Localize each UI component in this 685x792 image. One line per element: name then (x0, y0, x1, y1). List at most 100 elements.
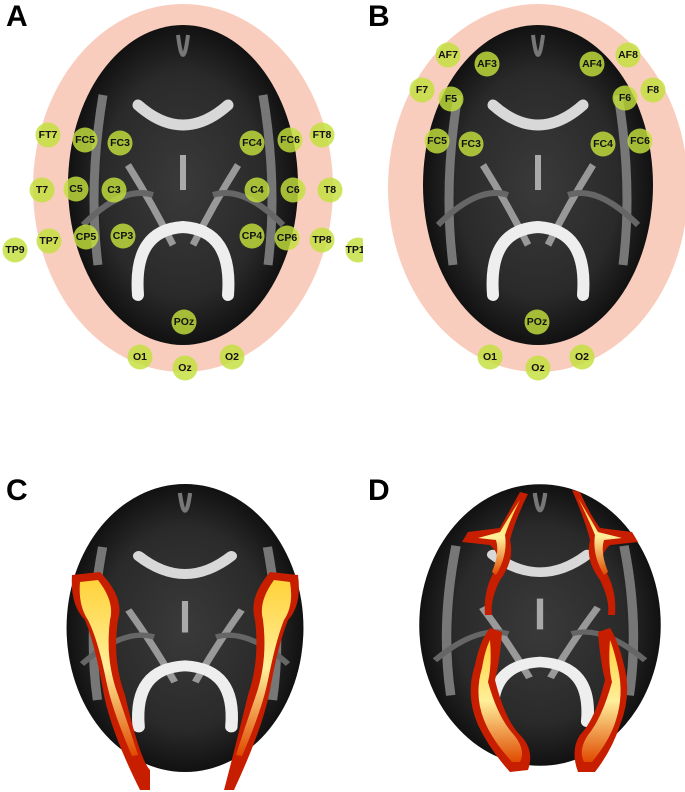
electrode-fc5: FC5 (424, 128, 450, 154)
electrode-label: AF7 (438, 49, 458, 61)
tract-left-core (79, 580, 138, 756)
panel-d (419, 484, 661, 772)
electrode-tp9: TP9 (2, 237, 28, 263)
electrode-marker (29, 177, 55, 203)
electrode-marker (525, 355, 551, 381)
electrode-label: FC4 (242, 137, 262, 149)
electrode-fc6: FC6 (277, 127, 303, 153)
tract-frontal-left-core (478, 500, 520, 575)
panel-label-b: B (368, 0, 390, 33)
electrode-tp8: TP8 (309, 227, 335, 253)
tract-frontal-right (572, 490, 638, 615)
electrode-label: FC4 (593, 138, 613, 150)
electrode-label: POz (174, 316, 194, 328)
electrode-o1: O1 (477, 344, 503, 370)
electrode-label: C3 (107, 184, 121, 196)
electrode-label: CP3 (113, 230, 134, 242)
electrode-marker (569, 344, 595, 370)
electrode-c3: C3 (101, 177, 127, 203)
electrode-marker (280, 177, 306, 203)
electrode-oz: Oz (525, 355, 551, 381)
electrode-label: TP9 (5, 244, 24, 256)
panel-label-a: A (6, 0, 28, 33)
electrode-cp5: CP5 (73, 224, 99, 250)
electrode-poz: POz (171, 309, 197, 335)
electrode-marker (107, 130, 133, 156)
electrode-marker (424, 128, 450, 154)
electrode-label: F6 (619, 92, 631, 104)
electrode-marker (63, 176, 89, 202)
electrode-oz: Oz (172, 355, 198, 381)
electrode-label: POz (527, 316, 547, 328)
electrode-f6: F6 (612, 85, 638, 111)
tract-posterior-right-core (581, 640, 621, 762)
electrode-t7: T7 (29, 177, 55, 203)
electrode-fc4: FC4 (239, 130, 265, 156)
tract-frontal-left (462, 492, 528, 615)
brain-slice (423, 25, 653, 345)
electrode-label: F8 (647, 84, 659, 96)
electrode-af4: AF4 (579, 51, 605, 77)
electrode-marker (579, 51, 605, 77)
panel-c (67, 484, 304, 790)
electrode-marker (317, 177, 343, 203)
electrode-af7: AF7 (435, 42, 461, 68)
electrode-marker (127, 344, 153, 370)
electrode-cp4: CP4 (239, 223, 265, 249)
electrode-fc4: FC4 (590, 131, 616, 157)
electrode-fc3: FC3 (107, 130, 133, 156)
electrode-o2: O2 (219, 344, 245, 370)
electrode-label: FC3 (461, 138, 481, 150)
electrode-marker (35, 122, 61, 148)
electrode-cp6: CP6 (274, 225, 300, 251)
electrode-label: CP6 (277, 232, 298, 244)
electrode-o1: O1 (127, 344, 153, 370)
electrode-label: FC3 (110, 137, 130, 149)
electrode-marker (438, 86, 464, 112)
electrode-cp3: CP3 (110, 223, 136, 249)
electrode-marker (612, 85, 638, 111)
electrode-label: T8 (324, 184, 336, 196)
electrode-f8: F8 (640, 77, 666, 103)
electrode-label: TP8 (312, 234, 331, 246)
electrode-label: T7 (36, 184, 48, 196)
electrode-marker (458, 131, 484, 157)
electrode-label: O1 (483, 351, 497, 363)
electrode-label: FC6 (280, 134, 300, 146)
electrode-ft7: FT7 (35, 122, 61, 148)
electrode-marker (309, 227, 335, 253)
electrode-af8: AF8 (615, 42, 641, 68)
electrode-marker (640, 77, 666, 103)
electrode-label: AF8 (618, 49, 638, 61)
electrode-marker (474, 51, 500, 77)
electrode-ft8: FT8 (309, 122, 335, 148)
electrode-marker (36, 228, 62, 254)
electrode-marker (590, 131, 616, 157)
electrode-label: Oz (531, 362, 544, 374)
electrode-marker (477, 344, 503, 370)
electrode-f5: F5 (438, 86, 464, 112)
electrode-c6: C6 (280, 177, 306, 203)
electrode-marker (171, 309, 197, 335)
electrode-marker (409, 77, 435, 103)
electrode-label: FT8 (313, 129, 332, 141)
electrode-label: O2 (225, 351, 239, 363)
electrode-marker (239, 130, 265, 156)
electrode-tp10: TP10 (345, 237, 370, 263)
electrode-marker (435, 42, 461, 68)
electrode-marker (172, 355, 198, 381)
electrode-marker (244, 177, 270, 203)
electrode-label: F5 (445, 93, 457, 105)
electrode-poz: POz (524, 309, 550, 335)
electrode-label: FC5 (75, 134, 95, 146)
electrode-label: Oz (178, 362, 191, 374)
electrode-label: C6 (286, 184, 300, 196)
electrode-marker (72, 127, 98, 153)
electrode-label: TP10 (345, 244, 370, 256)
electrode-marker (274, 225, 300, 251)
electrode-f7: F7 (409, 77, 435, 103)
